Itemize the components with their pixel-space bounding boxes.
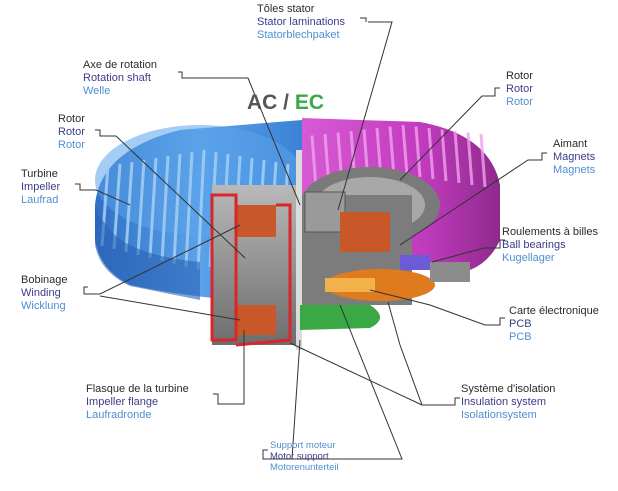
label-bearings-fr: Roulements à billes [502, 226, 598, 238]
impeller-blade [112, 163, 122, 250]
label-bearings-en: Ball bearings [502, 239, 566, 251]
label-rotor-left-fr: Rotor [58, 113, 85, 125]
impeller-blade [184, 151, 194, 268]
rotor-blade [466, 132, 474, 186]
label-support-fr: Support moteur [270, 440, 336, 451]
label-impeller-en: Impeller [21, 181, 61, 193]
label-rotation-shaft: Axe de rotation Rotation shaft Welle [83, 59, 157, 98]
label-motor-support: Support moteur Motor support Motorenunte… [270, 440, 339, 473]
title-slash: / [277, 91, 295, 114]
label-impeller-fr: Turbine [21, 168, 58, 180]
label-impeller-flange: Flasque de la turbine Impeller flange La… [86, 383, 189, 422]
title-ac: AC [247, 91, 278, 114]
label-stator-laminations: Tôles stator Stator laminations Statorbl… [257, 3, 345, 42]
label-rotor-right-en: Rotor [506, 83, 533, 95]
label-magnets: Aimant Magnets Magnets [553, 138, 595, 177]
label-winding-en: Winding [21, 287, 61, 299]
label-winding-de: Wicklung [21, 300, 66, 312]
motor-core [210, 150, 470, 350]
label-pcb: Carte électronique PCB PCB [509, 305, 599, 344]
rotor-blade [414, 126, 422, 178]
label-flange-en: Impeller flange [86, 396, 159, 408]
label-ball-bearings: Roulements à billes Ball bearings Kugell… [502, 226, 598, 265]
impeller-blade [160, 155, 170, 262]
leader-lines [75, 17, 547, 460]
label-insulation-de: Isolationsystem [461, 409, 537, 421]
label-winding: Bobinage Winding Wicklung [21, 274, 68, 313]
label-rotor-left-en: Rotor [58, 126, 85, 138]
impeller-blade [172, 153, 182, 265]
rotor-blade [453, 130, 461, 184]
label-shaft-de: Welle [83, 85, 111, 97]
label-support-de: Motorenunterteil [270, 462, 339, 473]
label-stator-de: Statorblechpaket [257, 29, 340, 41]
label-pcb-fr: Carte électronique [509, 305, 599, 317]
label-rotor-right-de: Rotor [506, 96, 533, 108]
label-shaft-en: Rotation shaft [83, 72, 151, 84]
label-rotor-right-fr: Rotor [506, 70, 533, 82]
label-pcb-en: PCB [509, 318, 532, 330]
label-winding-fr: Bobinage [21, 274, 68, 286]
rotor-blade [310, 135, 318, 190]
label-rotor-left-de: Rotor [58, 139, 85, 151]
label-flange-de: Laufradronde [86, 409, 152, 421]
impeller-blade [148, 157, 158, 259]
label-bearings-de: Kugellager [502, 252, 555, 264]
impeller-blade [124, 161, 134, 253]
label-insulation-fr: Système d'isolation [461, 383, 556, 395]
label-rotor-left: Rotor Rotor Rotor [58, 113, 85, 152]
rotor-blade [440, 129, 448, 182]
label-magnets-de: Magnets [553, 164, 596, 176]
label-impeller: Turbine Impeller Laufrad [21, 168, 60, 207]
label-insulation-en: Insulation system [461, 396, 546, 408]
label-flange-fr: Flasque de la turbine [86, 383, 189, 395]
label-rotor-right: Rotor Rotor Rotor [506, 70, 533, 109]
label-pcb-de: PCB [509, 331, 532, 343]
label-shaft-fr: Axe de rotation [83, 59, 157, 71]
label-magnets-fr: Aimant [553, 138, 588, 150]
label-impeller-de: Laufrad [21, 194, 59, 206]
label-magnets-en: Magnets [553, 151, 596, 163]
rotor-blade [427, 127, 435, 180]
title-ec: EC [294, 91, 325, 114]
rotor-blade [479, 133, 487, 188]
label-stator-fr: Tôles stator [257, 3, 315, 15]
label-support-en: Motor support [270, 451, 329, 462]
label-insulation-system: Système d'isolation Insulation system Is… [461, 383, 555, 422]
rotor-blade [388, 126, 396, 178]
label-stator-en: Stator laminations [257, 16, 346, 28]
rotor-blade [401, 124, 409, 176]
impeller-blade [136, 159, 146, 256]
impeller-blade [196, 149, 206, 271]
diagram-title: AC / EC [247, 91, 324, 115]
